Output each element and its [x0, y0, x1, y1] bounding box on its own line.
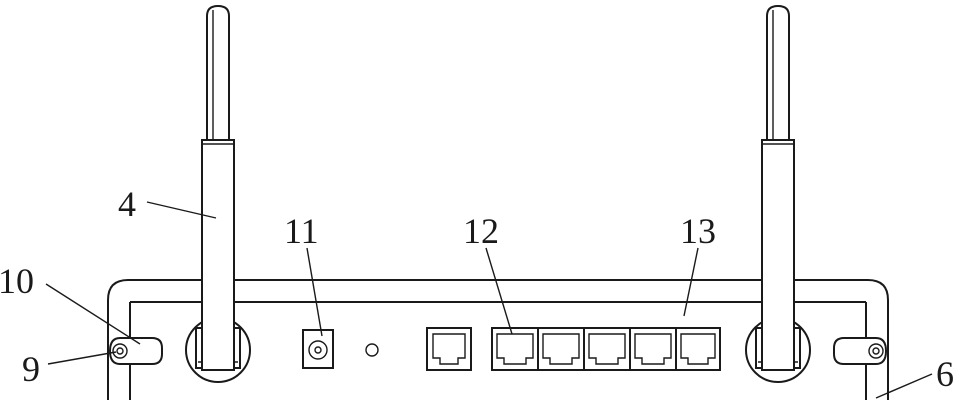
mount-hole-right: [868, 343, 884, 359]
leader-11: [306, 247, 323, 337]
leader-4: [146, 201, 217, 219]
lan-port-3: [588, 328, 631, 370]
lan-port-2: [542, 328, 585, 370]
leader-13: [683, 247, 699, 317]
mount-hole-left: [112, 343, 128, 359]
label-antenna: 4: [118, 184, 136, 224]
leader-10: [45, 283, 141, 345]
power-jack: [302, 329, 334, 369]
lan-ports: [491, 327, 721, 371]
label-foot: 6: [936, 354, 954, 394]
lan-port-5: [680, 333, 716, 365]
label-power-jack: 11: [284, 211, 319, 251]
lan-port-4: [634, 328, 677, 370]
antenna-right: [745, 4, 811, 383]
label-lan-ports: 13: [680, 211, 716, 251]
mount-bracket-right: [833, 337, 888, 365]
label-mount-hole: 9: [22, 349, 40, 389]
callout-labels: 4 10 9 11 12 13 6: [0, 184, 954, 394]
leader-lines: [45, 201, 933, 399]
leader-12: [485, 247, 513, 335]
label-wan-port: 12: [463, 211, 499, 251]
antenna-left: [185, 4, 251, 383]
wan-port: [426, 327, 472, 371]
label-mount-bracket: 10: [0, 261, 34, 301]
mount-bracket-left: [108, 337, 163, 365]
leader-6: [875, 373, 933, 399]
lan-port-1: [496, 328, 539, 370]
leader-9: [47, 351, 117, 365]
reset-button: [365, 343, 379, 357]
